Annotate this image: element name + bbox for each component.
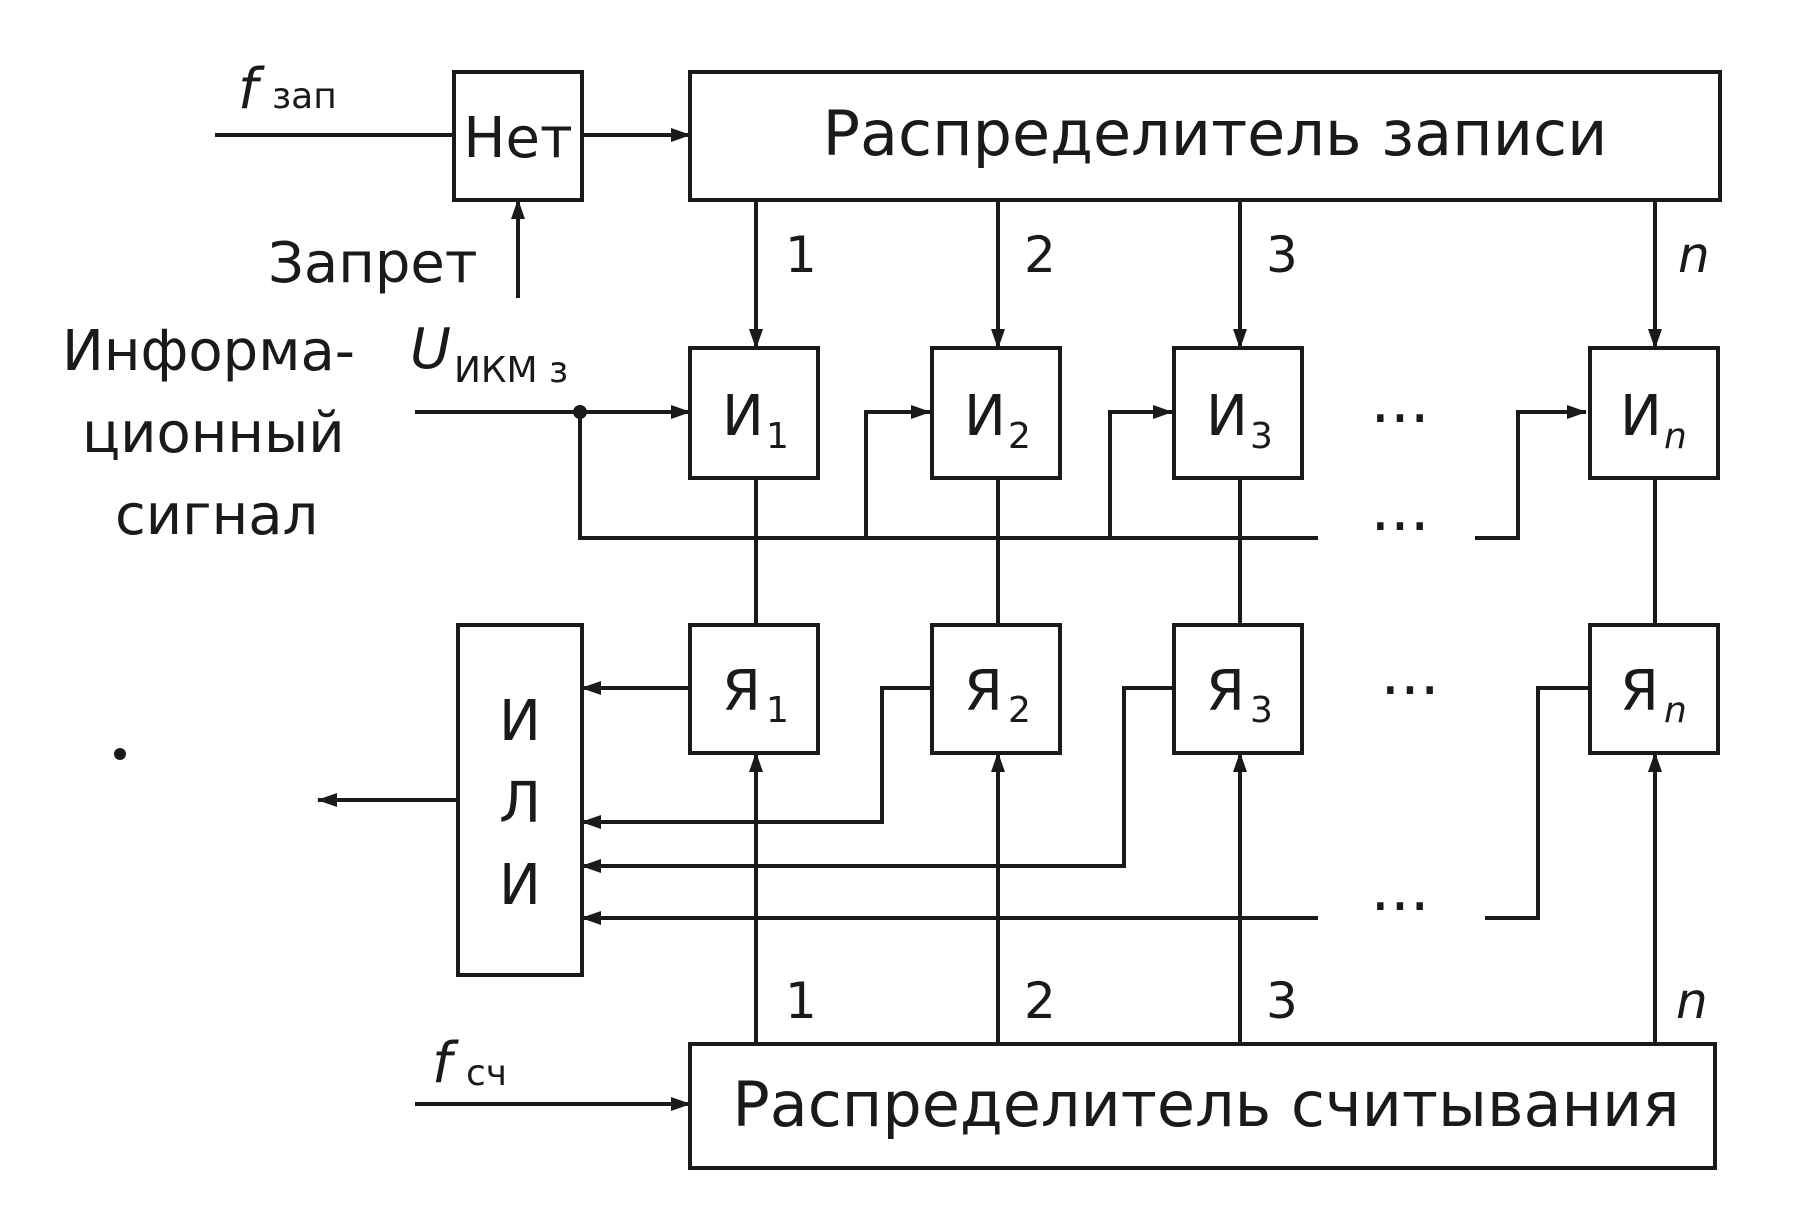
bus-to-and-3-arrow xyxy=(1108,405,1173,538)
write-distributor-box xyxy=(688,70,1722,202)
or-gate-letter-3: И xyxy=(499,853,541,918)
and-gate-n-box xyxy=(1588,346,1720,480)
or-gate-box xyxy=(456,623,584,977)
and-gate-3-index: 3 xyxy=(1250,416,1273,457)
cell-1: Я 1 xyxy=(688,623,820,755)
stray-dot xyxy=(114,748,126,760)
and-gate-1-box xyxy=(688,346,820,480)
read-channel-3: 3 xyxy=(1266,972,1298,1030)
and-gate-2: И 2 xyxy=(930,346,1062,480)
cell-2: Я 2 xyxy=(930,623,1062,755)
read-channel-1: 1 xyxy=(785,972,817,1030)
u-pcm-symbol: U xyxy=(410,317,451,382)
u-pcm-label: U ИКМ з xyxy=(410,317,568,391)
bus-to-and-2-arrow xyxy=(864,405,931,538)
or-bus-ellipsis: ··· xyxy=(1370,870,1429,943)
f-read-subscript: сч xyxy=(466,1053,507,1094)
and-gate-3-box xyxy=(1172,346,1304,480)
and-gate-n-index: n xyxy=(1664,416,1687,457)
and-gate-3: И 3 xyxy=(1172,346,1304,480)
f-write-input: f зап xyxy=(215,57,454,137)
f-write-symbol: f xyxy=(238,57,265,122)
read-distributor-box xyxy=(688,1042,1717,1170)
read-channel-2: 2 xyxy=(1024,972,1056,1030)
info-signal-line-2: ционный xyxy=(82,401,345,466)
and-gate-2-box xyxy=(930,346,1062,480)
and-gate-n: И n xyxy=(1588,346,1720,480)
cell-3-index: 3 xyxy=(1250,690,1273,731)
cell-n-letter: Я xyxy=(1620,659,1659,724)
inhibit-label: Запрет xyxy=(268,231,477,296)
write-channel-1: 1 xyxy=(785,226,817,284)
write-distributor: Распределитель записи xyxy=(688,70,1722,202)
info-signal-line-3: сигнал xyxy=(115,483,318,548)
and-gate-1-index: 1 xyxy=(766,416,789,457)
and-gate-2-letter: И xyxy=(964,384,1006,449)
write-distributor-label: Распределитель записи xyxy=(823,97,1608,170)
cell-2-to-or-arrow xyxy=(581,686,932,829)
inhibit-input: Запрет xyxy=(268,199,525,298)
not-gate-label: Нет xyxy=(463,106,572,171)
cell-n-index: n xyxy=(1664,690,1687,731)
cell-2-index: 2 xyxy=(1008,690,1031,731)
info-signal-label: Информа- ционный сигнал xyxy=(62,319,355,548)
write-channel-3: 3 xyxy=(1266,226,1298,284)
f-read-symbol: f xyxy=(432,1031,459,1096)
cell-n-to-or-wire xyxy=(1485,686,1590,920)
read-distributor-label: Распределитель считывания xyxy=(732,1068,1679,1141)
and-gate-n-letter: И xyxy=(1620,384,1662,449)
and-gate-1: И 1 xyxy=(688,346,820,480)
cell-row-ellipsis: ··· xyxy=(1380,654,1439,727)
and-gate-2-index: 2 xyxy=(1008,416,1031,457)
or-gate-letter-1: И xyxy=(499,689,541,754)
or-gate-letter-2: Л xyxy=(499,771,541,836)
or-gate: И Л И xyxy=(456,623,584,977)
and-gate-3-letter: И xyxy=(1206,384,1248,449)
read-distributor: Распределитель считывания xyxy=(688,1042,1717,1170)
f-read-input: f сч xyxy=(415,1031,691,1111)
not-gate: Нет xyxy=(452,70,584,202)
read-channel-n: n xyxy=(1676,972,1708,1030)
cell-n: Я n xyxy=(1588,623,1720,755)
cell-3-letter: Я xyxy=(1206,659,1245,724)
write-channel-2: 2 xyxy=(1024,226,1056,284)
cell-n-box xyxy=(1588,623,1720,755)
cell-3-to-or-arrow xyxy=(581,686,1174,873)
u-pcm-subscript: ИКМ з xyxy=(454,350,568,391)
cell-2-letter: Я xyxy=(964,659,1003,724)
cell-1-index: 1 xyxy=(766,690,789,731)
cell-1-letter: Я xyxy=(722,659,761,724)
and-gate-1-letter: И xyxy=(722,384,764,449)
f-write-subscript: зап xyxy=(272,76,337,117)
info-bus-wire xyxy=(578,412,1318,540)
info-signal-line-1: Информа- xyxy=(62,319,355,384)
and-row-ellipsis: ··· xyxy=(1370,382,1429,455)
bus-ellipsis: ··· xyxy=(1370,490,1429,563)
cell-2-box xyxy=(930,623,1062,755)
write-channel-n: n xyxy=(1678,226,1710,284)
cell-3: Я 3 xyxy=(1172,623,1304,755)
bus-to-and-n-arrow xyxy=(1475,405,1587,540)
